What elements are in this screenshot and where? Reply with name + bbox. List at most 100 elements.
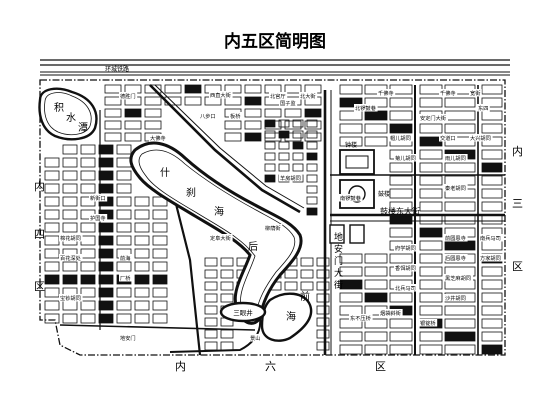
street-block [116, 196, 132, 207]
street-block [134, 300, 150, 311]
street-block [419, 240, 443, 251]
street-block [419, 266, 443, 277]
street-block [339, 253, 363, 264]
shichahai-label-3: 海 [214, 205, 224, 218]
place-label-bg [444, 254, 468, 262]
street-block [316, 257, 330, 267]
main-roads [59, 84, 505, 356]
place-label-bg [419, 114, 448, 122]
place-label: 护国寺 [90, 214, 106, 222]
street-block [116, 183, 132, 194]
place-label: 厂桥 [120, 274, 131, 282]
street-block [134, 196, 150, 207]
street-block [104, 132, 122, 142]
place-label-bg [444, 184, 468, 192]
main-street-char-4: 大 [334, 267, 343, 279]
place-label-bg [59, 234, 83, 242]
street-block [389, 292, 413, 303]
street-block [306, 141, 318, 150]
street-block [244, 108, 262, 118]
place-label: 府学胡同 [395, 244, 416, 252]
street-block [306, 207, 318, 216]
street-block [80, 287, 96, 298]
street-block [481, 214, 503, 225]
street-block [116, 261, 132, 272]
street-block [98, 222, 114, 233]
street-block [300, 281, 314, 291]
main-street-char-2: 安 [334, 243, 343, 255]
street-block [152, 222, 168, 233]
street-block [62, 183, 78, 194]
place-label: 银锭桥 [420, 319, 436, 327]
qianhai-label-2: 海 [286, 310, 296, 323]
street-block [134, 287, 150, 298]
place-label: 新街口 [90, 194, 106, 202]
street-block [481, 344, 503, 355]
street-block [284, 281, 298, 291]
street-block [419, 149, 443, 160]
street-block [364, 318, 388, 329]
street-block [481, 110, 503, 121]
place-label-bg [59, 294, 83, 302]
place-label: 北兵马司 [395, 284, 416, 292]
street-block [364, 123, 388, 134]
street-block [44, 274, 60, 285]
street-block [339, 123, 363, 134]
street-block [116, 287, 132, 298]
place-label-bg [249, 334, 262, 342]
place-label-bg [469, 134, 493, 142]
street-block [364, 331, 388, 342]
street-block [204, 293, 218, 303]
place-label-bg [89, 194, 108, 202]
street-block [152, 274, 168, 285]
place-label: 帽儿胡同 [390, 134, 411, 142]
place-label: 前海 [120, 254, 130, 262]
street-block [481, 331, 503, 342]
district-east-2: 三 [512, 197, 523, 210]
street-block [134, 222, 150, 233]
street-block [364, 253, 388, 264]
place-label-bg [229, 112, 242, 120]
place-label-bg [394, 244, 418, 252]
street-block [62, 170, 78, 181]
street-block [389, 188, 413, 199]
street-block [98, 300, 114, 311]
street-block [44, 300, 60, 311]
street-block [278, 141, 290, 150]
street-block [292, 141, 304, 150]
jishuitan-label-1: 积 [54, 102, 64, 114]
street-block [144, 84, 162, 94]
district-boundary [39, 79, 506, 356]
street-block [44, 248, 60, 259]
street-block [389, 123, 413, 134]
place-label-bg [477, 104, 490, 112]
street-block [124, 120, 142, 130]
place-label-bg [119, 92, 138, 100]
street-block [292, 163, 304, 172]
place-label-bg [389, 134, 413, 142]
place-label: 雨儿胡同 [445, 154, 466, 162]
street-block [62, 144, 78, 155]
street-block [62, 209, 78, 220]
guloudajie-label: 鼓楼东大街 [380, 206, 420, 216]
place-label-bg [209, 234, 233, 242]
street-block [304, 84, 322, 94]
place-label: 柳荫街 [265, 224, 281, 232]
street-block [364, 110, 388, 121]
street-block [244, 84, 262, 94]
street-block [444, 240, 476, 251]
main-street-char-3: 门 [334, 255, 343, 267]
place-label: 千佛寺 [378, 89, 394, 97]
map-title: 内五区简明图 [224, 31, 326, 52]
street-block [306, 130, 318, 139]
place-label-bg [119, 274, 132, 282]
street-block [244, 96, 262, 106]
place-label-bg [444, 274, 473, 282]
place-label-bg [394, 284, 418, 292]
street-block [62, 222, 78, 233]
place-label-bg [269, 92, 288, 100]
street-block [444, 318, 476, 329]
street-block [284, 108, 302, 118]
street-block [284, 84, 302, 94]
street-block [220, 293, 234, 303]
